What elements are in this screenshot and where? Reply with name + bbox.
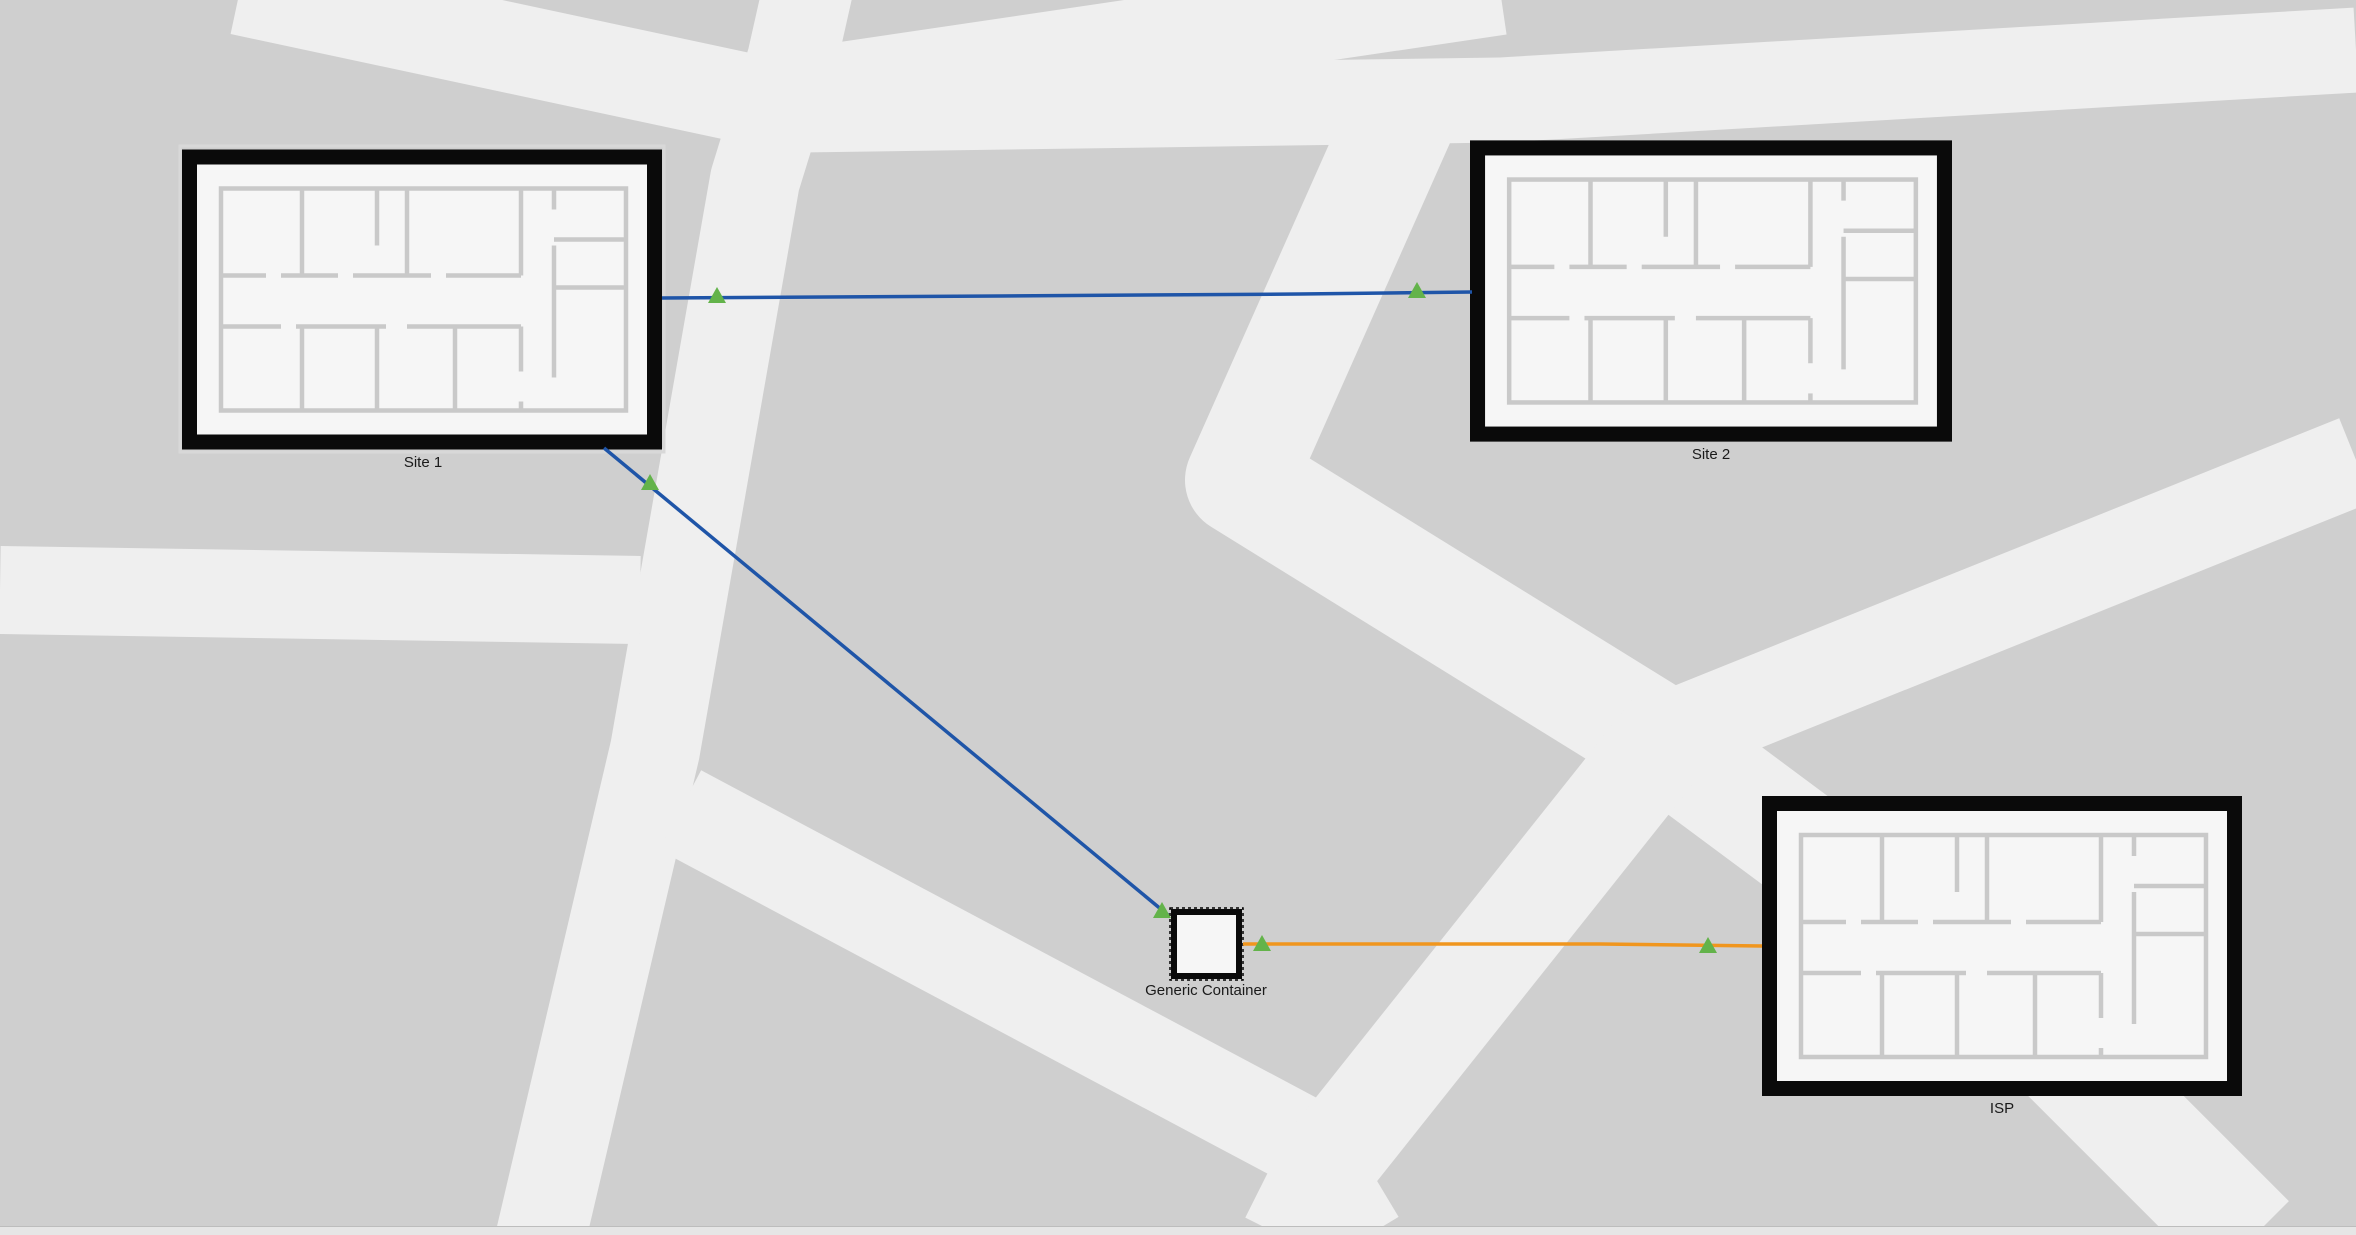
link-endpoint-marker [708,287,726,303]
workspace-bottom-edge [0,1226,2356,1235]
building-floorplan-icon [182,150,662,450]
building-floorplan-icon [1762,796,2242,1096]
building-floorplan-icon [1470,140,1952,441]
link-container-isp[interactable] [1243,935,1763,953]
site1-node[interactable] [178,144,666,454]
site2-label: Site 2 [1691,446,1731,463]
link-site1-container[interactable] [602,446,1171,918]
link-site1-site2[interactable] [661,282,1473,303]
link-endpoint-marker [1153,902,1171,918]
link-endpoint-marker [641,474,659,490]
link-endpoint-marker [1253,935,1271,951]
site1-label: Site 1 [403,454,443,471]
generic-container-label: Generic Container [1145,982,1267,999]
link-endpoint-marker [1408,282,1426,298]
isp-label: ISP [1989,1100,2015,1117]
link-endpoint-marker [1699,937,1717,953]
generic-container-icon [1171,909,1242,979]
generic-container-node[interactable] [1169,907,1244,981]
isp-node[interactable] [1762,796,2242,1096]
site2-node[interactable] [1470,140,1952,441]
